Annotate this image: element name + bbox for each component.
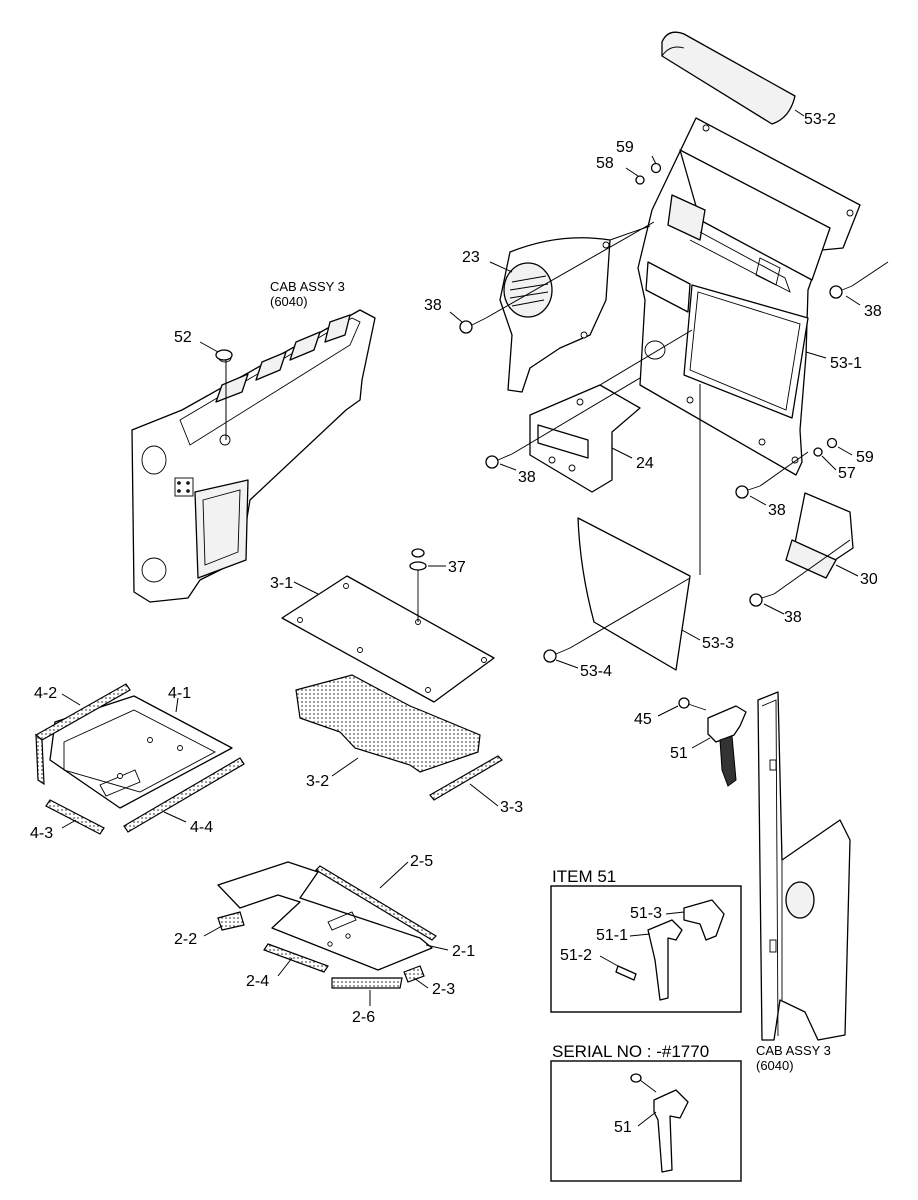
part-53-1-rear-panel — [637, 117, 861, 476]
label-2-2: 2-2 — [174, 931, 197, 948]
label-53-2: 53-2 — [804, 111, 836, 128]
label-4-4: 4-4 — [190, 819, 213, 836]
nut-59-a — [650, 162, 662, 174]
part-3-2-floor-mat — [295, 674, 481, 773]
label-4-3: 4-3 — [30, 825, 53, 842]
inset-label-51: 51 — [614, 1119, 632, 1136]
part-30-air-duct — [785, 492, 854, 579]
caption-right-line1: CAB ASSY 3 — [756, 1043, 831, 1058]
part-4-4-seal — [123, 757, 245, 833]
label-38-c: 38 — [518, 469, 536, 486]
part-4-3-seal — [45, 799, 105, 835]
label-3-2: 3-2 — [306, 773, 329, 790]
label-2-6: 2-6 — [352, 1009, 375, 1026]
part-53-3-plate — [577, 517, 691, 671]
inset-serial-title: SERIAL NO : -#1770 — [552, 1042, 709, 1061]
label-38-a: 38 — [424, 297, 442, 314]
label-38-e: 38 — [784, 609, 802, 626]
label-37: 37 — [448, 559, 466, 576]
part-24-bracket — [529, 384, 641, 493]
fastener-38-c — [485, 453, 513, 469]
label-2-1: 2-1 — [452, 943, 475, 960]
nut-59-b — [826, 437, 838, 449]
fastener-38-d — [735, 485, 761, 499]
label-4-2: 4-2 — [34, 685, 57, 702]
caption-top-line1: CAB ASSY 3 — [270, 279, 345, 294]
cab-assy-right-pillar — [757, 691, 851, 1041]
label-23: 23 — [462, 249, 480, 266]
part-3-3-strip — [429, 755, 503, 801]
label-52: 52 — [174, 329, 192, 346]
fastener-37 — [409, 548, 427, 610]
nut-58 — [635, 175, 645, 185]
caption-cab-assy-top: CAB ASSY 3 (6040) — [270, 279, 345, 309]
label-4-1: 4-1 — [168, 685, 191, 702]
part-2-5-seal — [315, 865, 437, 941]
label-53-1: 53-1 — [830, 355, 862, 372]
cab-assy-left-panel — [131, 309, 376, 603]
part-23-speaker-panel — [499, 237, 611, 393]
label-2-3: 2-3 — [432, 981, 455, 998]
label-3-3: 3-3 — [500, 799, 523, 816]
part-2-3-seal — [403, 965, 425, 983]
label-59-a: 59 — [616, 139, 634, 156]
inset-label-51-2: 51-2 — [560, 947, 592, 964]
inset-label-51-1: 51-1 — [596, 927, 628, 944]
part-45-bolt — [678, 697, 707, 711]
label-3-1: 3-1 — [270, 575, 293, 592]
inset-serial-no: SERIAL NO : -#1770 51 — [550, 1042, 742, 1182]
label-45: 45 — [634, 711, 652, 728]
label-53-4: 53-4 — [580, 663, 612, 680]
label-38-b: 38 — [864, 303, 882, 320]
inset-item-51: ITEM 51 51-3 51-1 51-2 — [550, 867, 742, 1013]
label-57: 57 — [838, 465, 856, 482]
label-24: 24 — [636, 455, 654, 472]
label-2-4: 2-4 — [246, 973, 269, 990]
label-58: 58 — [596, 155, 614, 172]
part-51-lever — [707, 705, 747, 787]
part-4-2-seal — [34, 683, 131, 786]
fastener-53-4 — [543, 647, 571, 663]
label-53-3: 53-3 — [702, 635, 734, 652]
inset-item51-title: ITEM 51 — [552, 867, 616, 886]
part-2-6-seal — [331, 977, 403, 989]
leader-lines — [61, 109, 861, 1006]
caption-top-line2: (6040) — [270, 294, 308, 309]
fastener-38-a — [459, 317, 487, 334]
caption-cab-assy-right: CAB ASSY 3 (6040) — [756, 1043, 831, 1073]
part-3-1-floor-plate — [281, 575, 495, 703]
part-4-1-plate — [49, 695, 233, 809]
label-51: 51 — [670, 745, 688, 762]
alignment-lines — [225, 221, 889, 649]
part-2-1-plate — [217, 861, 433, 971]
part-2-4-seal — [263, 943, 329, 973]
part-53-2-trim-cover — [661, 31, 796, 125]
fastener-38-e — [749, 593, 775, 607]
caption-right-line2: (6040) — [756, 1058, 794, 1073]
label-30: 30 — [860, 571, 878, 588]
part-2-2-seal — [217, 911, 245, 931]
label-38-d: 38 — [768, 502, 786, 519]
inset-label-51-3: 51-3 — [630, 905, 662, 922]
label-2-5: 2-5 — [410, 853, 433, 870]
grommet-52 — [215, 349, 233, 361]
fastener-38-b — [829, 285, 853, 299]
nut-57 — [813, 447, 823, 457]
callout-labels: 53-2 59 58 23 38 38 53-1 52 24 38 59 57 … — [30, 111, 882, 1026]
label-59-b: 59 — [856, 449, 874, 466]
